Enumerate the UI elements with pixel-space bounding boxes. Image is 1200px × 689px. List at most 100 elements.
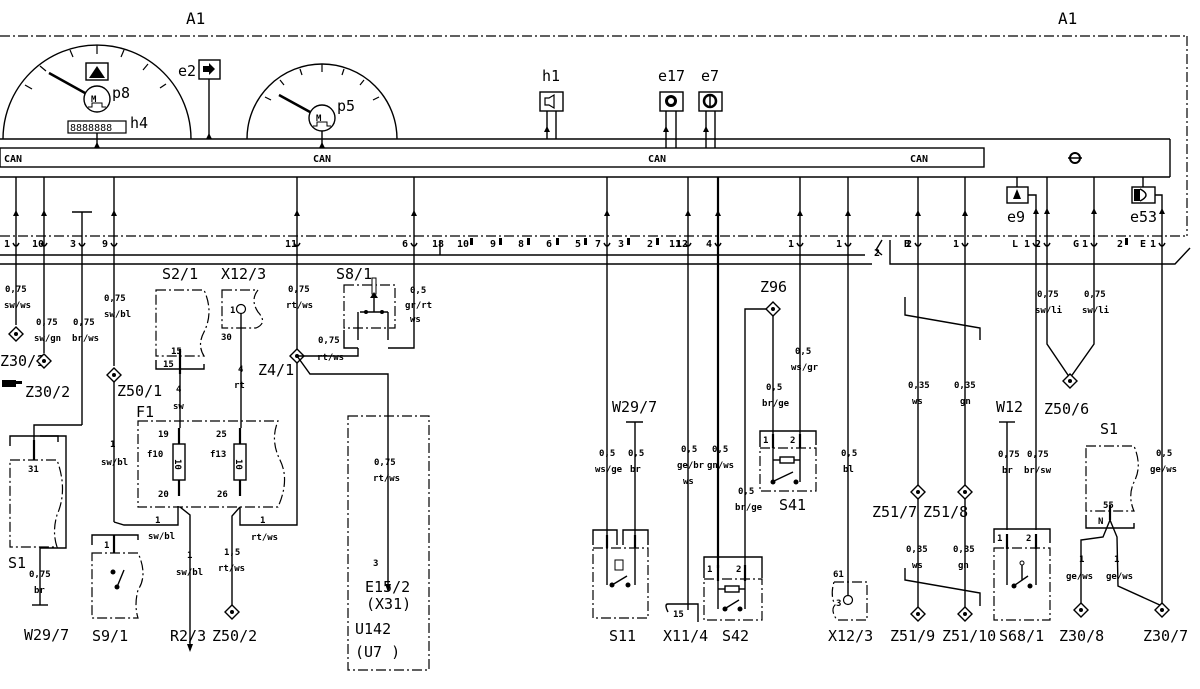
- wire-gauge: 0,35: [906, 545, 928, 555]
- connector-pin: 7: [595, 210, 611, 250]
- pin-label: E: [1140, 239, 1146, 250]
- splice-z50-2: [224, 604, 240, 620]
- splice-z30-8: [1073, 602, 1089, 618]
- wire-gauge: 0,35: [954, 381, 976, 391]
- wire-color: rt/ws: [373, 474, 400, 484]
- wire-color: ws/gr: [791, 363, 819, 373]
- wire-gauge: 1: [187, 551, 192, 561]
- wire-color: ge/ws: [1066, 572, 1093, 582]
- reference-hand-icon: [2, 380, 22, 387]
- pin-number: 30: [221, 333, 232, 343]
- buzzer-label-h1: h1: [542, 67, 560, 85]
- component-label: S9/1: [92, 627, 128, 645]
- wire-gauge: 1: [1114, 555, 1119, 565]
- wire-gauge: 0,75: [374, 458, 396, 468]
- wire-color: ge/ws: [1106, 572, 1133, 582]
- splice-z51-8: [957, 484, 973, 500]
- wire-color: sw/bl: [101, 458, 128, 468]
- switch-s42: 1 2 S42: [703, 556, 763, 645]
- gauge-p5: M p5: [246, 63, 398, 148]
- splice-z50-1: [106, 367, 122, 383]
- pin-label: 11: [285, 239, 297, 250]
- motor-glyph: M: [91, 95, 97, 105]
- wire-color: br: [630, 465, 641, 475]
- pin-label: 1: [788, 239, 794, 250]
- can-bus: CAN CAN CAN CAN: [0, 138, 1171, 178]
- splice-label: Z30/2: [25, 383, 70, 401]
- can-label: CAN: [4, 154, 22, 165]
- module-a1: A1 A1: [0, 9, 1188, 237]
- switch-s68-1: 1 2 S68/1: [993, 528, 1051, 645]
- pin-label: 9: [490, 239, 496, 250]
- pin-number: 20: [158, 490, 169, 500]
- pin-label: 8: [518, 239, 524, 250]
- connector-pin: 1: [788, 210, 804, 250]
- wire-color: gn: [960, 397, 971, 407]
- bell-icon: [1013, 189, 1021, 199]
- wire-gauge: 0,75: [104, 294, 126, 304]
- wire-color: rt: [234, 381, 245, 391]
- wire-gauge: 0,75: [1084, 290, 1106, 300]
- pin-number: 15: [171, 347, 182, 357]
- pin-number: 1: [230, 306, 235, 316]
- pin-label: 2: [647, 239, 653, 250]
- pin-label: 10: [457, 239, 469, 250]
- wire-gauge: 0,5: [795, 347, 811, 357]
- wire-color: gr/rt: [405, 301, 432, 311]
- wire-color: ws/ge: [595, 465, 623, 475]
- pin-number: 26: [217, 490, 228, 500]
- indicator-e2: e2: [178, 59, 221, 139]
- wire-color: ge/ws: [1150, 465, 1177, 475]
- pin-number: 1: [997, 534, 1002, 544]
- switch-s41: 1 2 S41: [759, 430, 817, 514]
- pin-number: 61: [833, 570, 844, 580]
- connector-pin: 2: [906, 210, 922, 250]
- splice-label: Z51/7: [872, 503, 917, 521]
- fuse-box-f1: F1 19 f10 10 20 25 f13 10 26: [136, 403, 286, 508]
- component-label: R2/3: [170, 627, 206, 645]
- component-label: S41: [779, 496, 806, 514]
- pin-label: 11: [669, 239, 681, 250]
- wire-gauge: 0,5: [1156, 449, 1172, 459]
- pin-label: 1: [1082, 239, 1088, 250]
- wire-color: rt/ws: [218, 564, 245, 574]
- wire-color: ws: [912, 397, 923, 407]
- splice-z30-7: [1154, 602, 1170, 618]
- pin-label: B: [904, 239, 910, 250]
- indicator-e17: e17: [658, 67, 685, 148]
- splice-label: Z96: [760, 278, 787, 296]
- wire-color: sw/ws: [4, 301, 31, 311]
- wire-color: br/ws: [72, 334, 99, 344]
- wire-color: br/ge: [735, 503, 763, 513]
- pin-label: 5: [575, 239, 581, 250]
- module-label-left: A1: [186, 9, 205, 28]
- wire-color: rt/ws: [317, 353, 344, 363]
- component-label: F1: [136, 403, 154, 421]
- switch-s8-1: S8/1 0,5 gr/rt ws: [336, 177, 432, 349]
- indicator-label-e7: e7: [701, 67, 719, 85]
- connector-pin: 1: [4, 210, 20, 250]
- wire-gauge: 0,5: [766, 383, 782, 393]
- pin-number: N: [1098, 517, 1103, 527]
- gauge-label-p8: p8: [112, 84, 130, 102]
- splice-label: Z4/1: [258, 361, 294, 379]
- wire-color: sw/bl: [148, 532, 175, 542]
- wire-color: sw: [173, 402, 184, 412]
- wire-gauge: 0,5: [841, 449, 857, 459]
- splice-label: Z51/10: [942, 627, 996, 645]
- wire-color: sw/bl: [104, 310, 131, 320]
- pin-number: 3: [373, 559, 378, 569]
- cruise-control-icon: [1068, 152, 1082, 164]
- pin-number: 1: [104, 541, 109, 551]
- component-label: S8/1: [336, 265, 372, 283]
- turn-arrow-icon: [203, 63, 215, 75]
- module-label-right: A1: [1058, 9, 1077, 28]
- splice-z96: [765, 301, 781, 317]
- wire-color: ws: [912, 561, 923, 571]
- component-label: (X31): [366, 595, 411, 613]
- component-label: S68/1: [999, 627, 1044, 645]
- component-label: U142: [355, 620, 391, 638]
- gauge-label-p5: p5: [337, 97, 355, 115]
- motor-glyph: M: [316, 114, 322, 124]
